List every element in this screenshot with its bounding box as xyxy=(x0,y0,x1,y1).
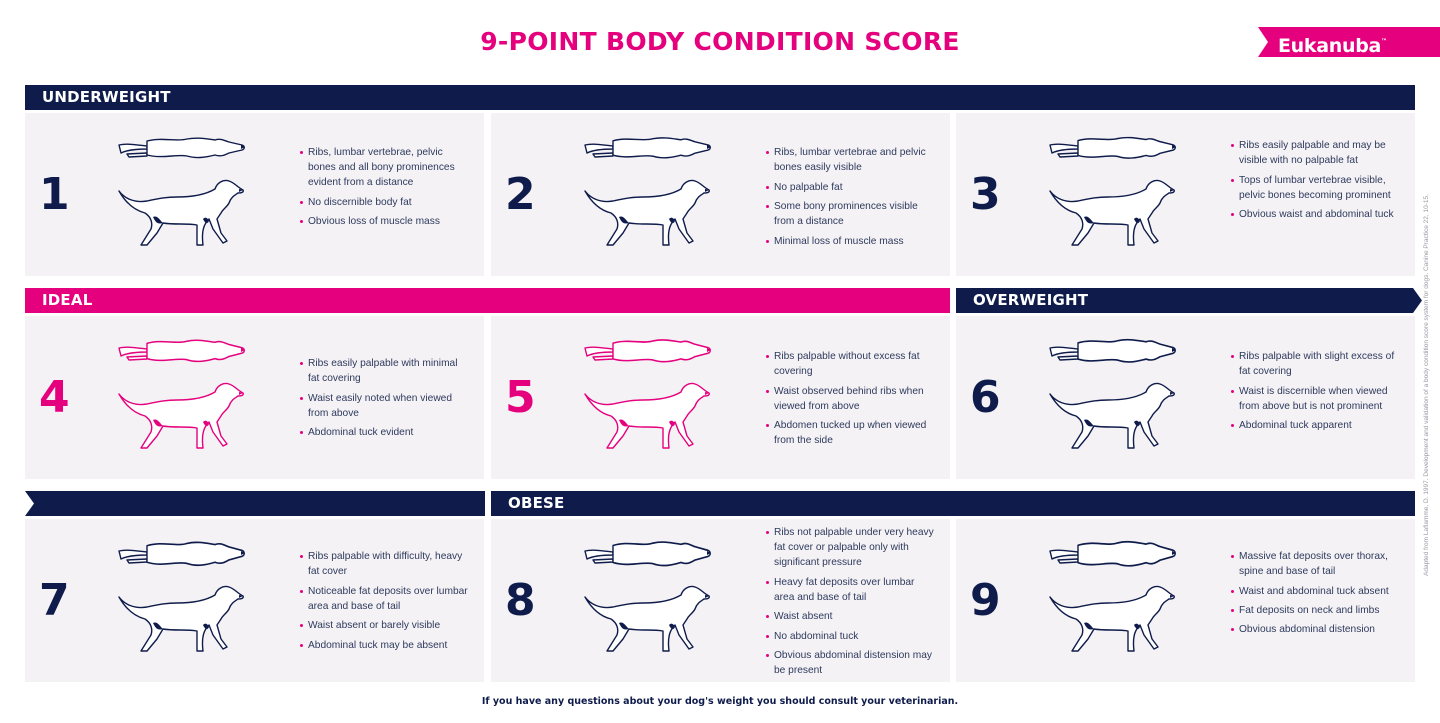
score-number: 2 xyxy=(505,169,536,220)
criteria-item: Abdomen tucked up when viewed from the s… xyxy=(766,418,936,448)
dog-illustration-icon xyxy=(583,133,718,255)
criteria-item: Ribs, lumbar vertebrae and pelvic bones … xyxy=(766,145,936,175)
score-number: 6 xyxy=(970,372,1001,423)
criteria-item: Waist observed behind ribs when viewed f… xyxy=(766,384,936,414)
criteria-item: Ribs easily palpable with minimal fat co… xyxy=(300,356,470,386)
footer-note: If you have any questions about your dog… xyxy=(481,696,959,707)
score-card-6: 6 Ribs palpable with slight excess of fa… xyxy=(956,316,1415,479)
score-number: 1 xyxy=(39,169,70,220)
criteria-list: Ribs palpable without excess fat coverin… xyxy=(766,349,936,453)
criteria-item: Waist and abdominal tuck absent xyxy=(1231,584,1401,599)
criteria-list: Ribs not palpable under very heavy fat c… xyxy=(766,525,936,683)
page-title: 9-POINT BODY CONDITION SCORE xyxy=(480,27,960,56)
criteria-item: Abdominal tuck evident xyxy=(300,425,470,440)
criteria-item: Obvious abdominal distension xyxy=(1231,622,1401,637)
criteria-item: Waist easily noted when viewed from abov… xyxy=(300,391,470,421)
criteria-list: Ribs easily palpable and may be visible … xyxy=(1231,138,1401,227)
dog-illustration-icon xyxy=(1048,336,1183,458)
dog-illustration-icon xyxy=(583,336,718,458)
score-card-9: 9 Massive fat deposits over thorax, spin… xyxy=(956,519,1415,682)
criteria-item: Tops of lumbar vertebrae visible, pelvic… xyxy=(1231,173,1401,203)
criteria-item: Some bony prominences visible from a dis… xyxy=(766,199,936,229)
brand-name: Eukanuba xyxy=(1278,35,1382,57)
criteria-item: No palpable fat xyxy=(766,180,936,195)
score-number: 9 xyxy=(970,575,1001,626)
criteria-item: Ribs easily palpable and may be visible … xyxy=(1231,138,1401,168)
criteria-item: Waist absent or barely visible xyxy=(300,618,470,633)
criteria-item: Minimal loss of muscle mass xyxy=(766,234,936,249)
dog-illustration-icon xyxy=(583,539,718,661)
score-card-3: 3 Ribs easily palpable and may be visibl… xyxy=(956,113,1415,276)
score-card-1: 1 Ribs, lumbar vertebrae, pelvic bones a… xyxy=(25,113,484,276)
criteria-item: Waist absent xyxy=(766,609,936,624)
criteria-item: Ribs palpable without excess fat coverin… xyxy=(766,349,936,379)
criteria-item: Abdominal tuck apparent xyxy=(1231,418,1401,433)
dog-illustration-icon xyxy=(117,336,252,458)
criteria-list: Ribs, lumbar vertebrae, pelvic bones and… xyxy=(300,145,470,234)
score-card-2: 2 Ribs, lumbar vertebrae and pelvic bone… xyxy=(491,113,950,276)
citation-text: Adapted from Laflamme, D. 1997. Developm… xyxy=(1423,194,1430,576)
criteria-list: Ribs palpable with difficulty, heavy fat… xyxy=(300,549,470,657)
band-overweight: OVERWEIGHT xyxy=(956,288,1422,313)
eukanuba-logo: Eukanuba™ xyxy=(1258,27,1440,57)
dog-illustration-icon xyxy=(117,539,252,661)
score-number: 7 xyxy=(39,575,70,626)
band-obese: OBESE xyxy=(491,491,1415,516)
criteria-item: Ribs not palpable under very heavy fat c… xyxy=(766,525,936,571)
criteria-item: Abdominal tuck may be absent xyxy=(300,638,470,653)
score-number: 4 xyxy=(39,372,70,423)
criteria-item: Massive fat deposits over thorax, spine … xyxy=(1231,549,1401,579)
criteria-list: Ribs palpable with slight excess of fat … xyxy=(1231,349,1401,438)
criteria-item: Noticeable fat deposits over lumbar area… xyxy=(300,584,470,614)
criteria-item: Waist is discernible when viewed from ab… xyxy=(1231,384,1401,414)
criteria-item: Obvious waist and abdominal tuck xyxy=(1231,207,1401,222)
band-overweight-continued xyxy=(25,491,485,516)
criteria-item: No abdominal tuck xyxy=(766,629,936,644)
criteria-item: Fat deposits on neck and limbs xyxy=(1231,603,1401,618)
score-card-7: 7 Ribs palpable with difficulty, heavy f… xyxy=(25,519,484,682)
criteria-item: Ribs, lumbar vertebrae, pelvic bones and… xyxy=(300,145,470,191)
criteria-list: Ribs, lumbar vertebrae and pelvic bones … xyxy=(766,145,936,253)
dog-illustration-icon xyxy=(117,133,252,255)
band-underweight: UNDERWEIGHT xyxy=(25,85,1415,110)
score-number: 3 xyxy=(970,169,1001,220)
score-number: 5 xyxy=(505,372,536,423)
score-card-8: 8 Ribs not palpable under very heavy fat… xyxy=(491,519,950,682)
criteria-item: Ribs palpable with slight excess of fat … xyxy=(1231,349,1401,379)
score-card-4: 4 Ribs easily palpable with minimal fat … xyxy=(25,316,484,479)
criteria-list: Massive fat deposits over thorax, spine … xyxy=(1231,549,1401,642)
criteria-item: Heavy fat deposits over lumbar area and … xyxy=(766,575,936,605)
criteria-item: Obvious loss of muscle mass xyxy=(300,214,470,229)
dog-illustration-icon xyxy=(1048,133,1183,255)
band-ideal: IDEAL xyxy=(25,288,950,313)
dog-illustration-icon xyxy=(1048,539,1183,661)
criteria-item: Ribs palpable with difficulty, heavy fat… xyxy=(300,549,470,579)
criteria-list: Ribs easily palpable with minimal fat co… xyxy=(300,356,470,445)
score-card-5: 5 Ribs palpable without excess fat cover… xyxy=(491,316,950,479)
criteria-item: No discernible body fat xyxy=(300,195,470,210)
score-number: 8 xyxy=(505,575,536,626)
criteria-item: Obvious abdominal distension may be pres… xyxy=(766,648,936,678)
trademark-mark: ™ xyxy=(1381,38,1387,45)
